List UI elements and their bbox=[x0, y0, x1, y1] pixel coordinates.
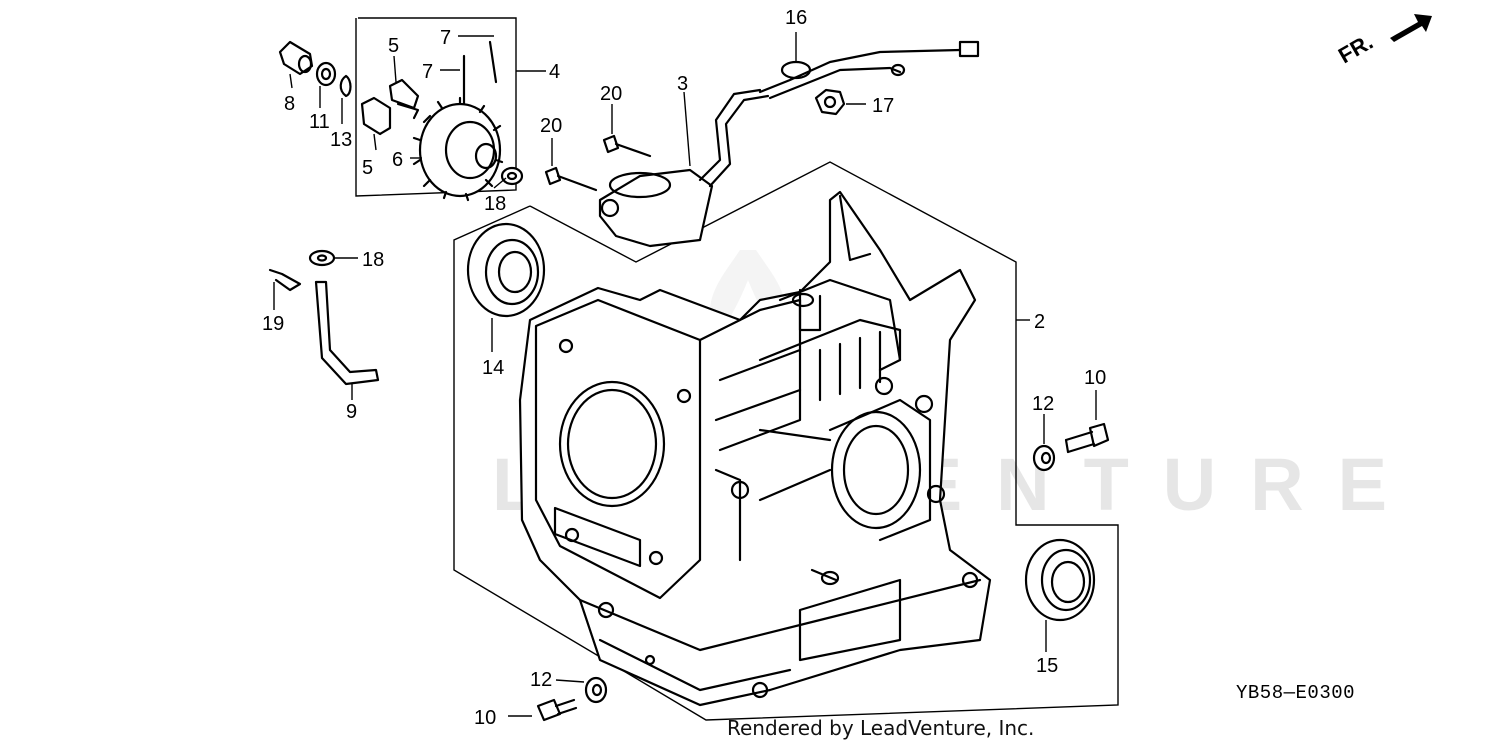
callout-6: 6 bbox=[392, 149, 403, 171]
part-8-shaft bbox=[278, 40, 314, 76]
part-15-oil-seal bbox=[1024, 538, 1096, 622]
part-5-weights bbox=[360, 78, 420, 136]
callout-8: 8 bbox=[284, 93, 295, 115]
callout-11: 11 bbox=[309, 111, 330, 133]
part-17-nut bbox=[814, 88, 846, 116]
diagram-code: YB58—E0300 bbox=[1236, 682, 1356, 704]
part-13-clip bbox=[339, 74, 352, 98]
crankcase-block bbox=[518, 190, 992, 707]
callout-4: 4 bbox=[549, 61, 560, 83]
callout-13: 13 bbox=[330, 129, 352, 151]
callout-20-top: 20 bbox=[600, 83, 622, 105]
callout-10-right: 10 bbox=[1084, 367, 1106, 389]
part-9-governor-arm bbox=[314, 280, 380, 386]
callout-19: 19 bbox=[262, 313, 284, 335]
part-10-12-bottom bbox=[536, 676, 608, 722]
callout-10-bottom: 10 bbox=[474, 707, 496, 729]
part-3-housing bbox=[598, 88, 770, 248]
callout-7-mid: 7 bbox=[422, 61, 433, 83]
part-18-washer-gear bbox=[500, 166, 524, 186]
part-10-12-right bbox=[1032, 422, 1110, 472]
callout-12-bottom: 12 bbox=[530, 669, 552, 691]
front-direction-indicator: FR. bbox=[1334, 14, 1432, 68]
part-14-bearing bbox=[466, 222, 546, 318]
callout-14: 14 bbox=[482, 357, 504, 379]
part-19-clip bbox=[268, 268, 302, 292]
callout-5-top: 5 bbox=[388, 35, 399, 57]
front-label: FR. bbox=[1334, 29, 1377, 68]
callout-15: 15 bbox=[1036, 655, 1058, 677]
arrow-icon bbox=[1390, 14, 1432, 42]
callout-2: 2 bbox=[1034, 311, 1045, 333]
callout-5-bottom: 5 bbox=[362, 157, 373, 179]
callout-18-gear: 18 bbox=[484, 193, 506, 215]
part-20-bolts bbox=[544, 134, 652, 192]
callout-7-top: 7 bbox=[440, 27, 451, 49]
leader-lines bbox=[273, 32, 1097, 717]
callout-17: 17 bbox=[872, 95, 894, 117]
callout-16: 16 bbox=[785, 7, 807, 29]
part-18-washer-left bbox=[308, 249, 336, 267]
callout-3: 3 bbox=[677, 73, 688, 95]
callout-12-right: 12 bbox=[1032, 393, 1054, 415]
part-7-pins bbox=[462, 40, 498, 106]
callout-20-mid: 20 bbox=[540, 115, 562, 137]
part-11-washer bbox=[315, 61, 337, 87]
callout-9: 9 bbox=[346, 401, 357, 423]
callout-18-left: 18 bbox=[362, 249, 384, 271]
render-credit: Rendered by LeadVenture, Inc. bbox=[727, 716, 1035, 740]
callout-labels: 2 3 4 5 5 6 7 7 8 9 10 10 11 12 12 13 14… bbox=[262, 7, 1106, 729]
assembly-outlines bbox=[355, 17, 1119, 721]
part-6-governor-gear bbox=[412, 96, 504, 202]
part-16-wiring bbox=[758, 40, 980, 100]
